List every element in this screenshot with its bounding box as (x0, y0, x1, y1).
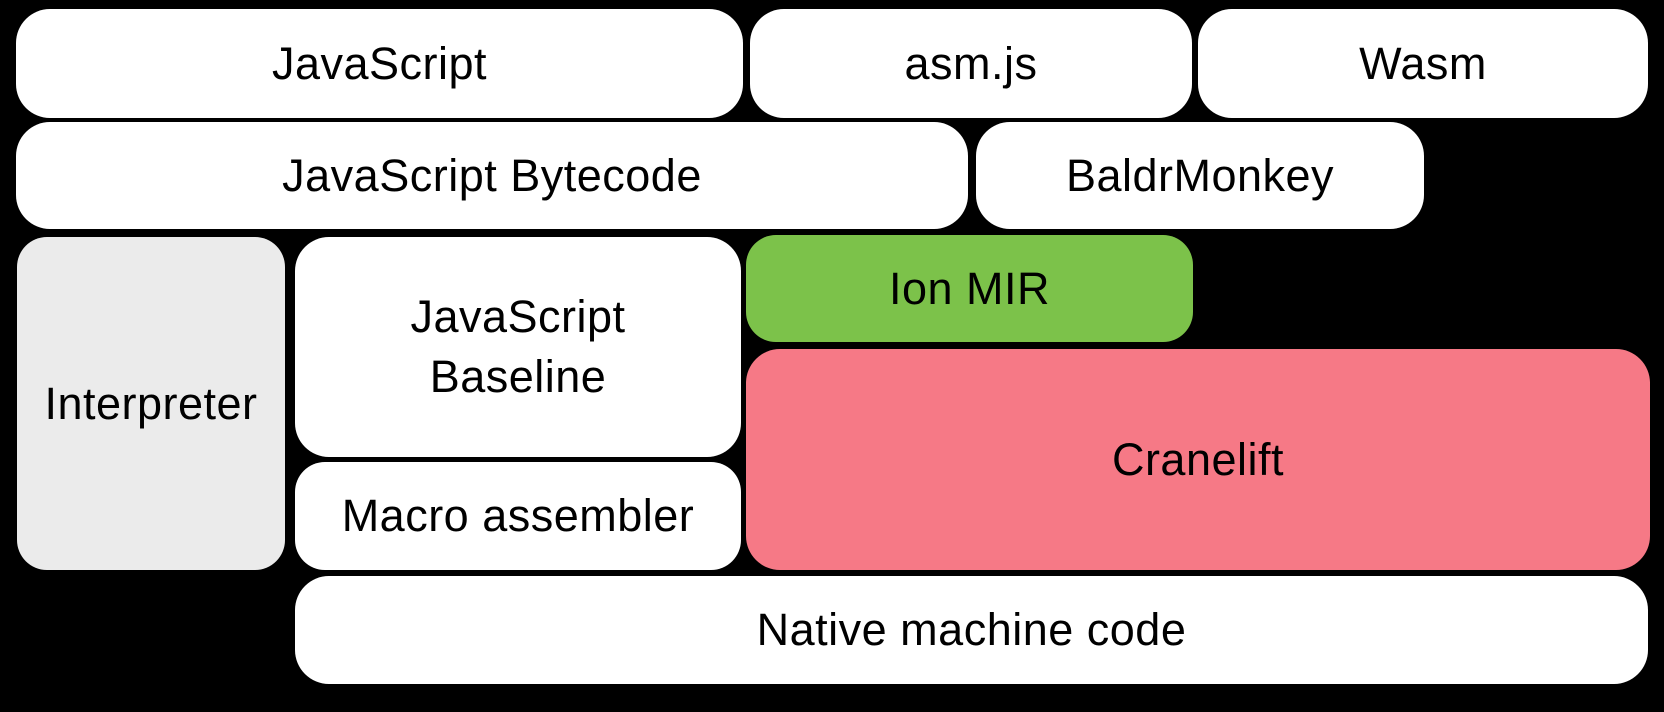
node-macro-assembler: Macro assembler (295, 462, 741, 570)
node-javascript-baseline: JavaScript Baseline (295, 237, 741, 457)
node-javascript-baseline-label: JavaScript Baseline (410, 291, 626, 402)
node-interpreter-label: Interpreter (44, 377, 258, 429)
node-javascript-bytecode: JavaScript Bytecode (16, 122, 968, 229)
node-macro-assembler-label: Macro assembler (341, 490, 695, 541)
node-interpreter: Interpreter (17, 237, 285, 570)
node-wasm-label: Wasm (1359, 37, 1487, 89)
node-cranelift: Cranelift (746, 349, 1650, 570)
node-asmjs: asm.js (750, 9, 1192, 118)
node-baldrmonkey-label: BaldrMonkey (1065, 149, 1335, 201)
node-javascript: JavaScript (16, 9, 743, 118)
node-ion-mir: Ion MIR (746, 235, 1193, 342)
node-native-machine-code: Native machine code (295, 576, 1648, 684)
node-baldrmonkey: BaldrMonkey (976, 122, 1424, 229)
node-wasm: Wasm (1198, 9, 1648, 118)
node-cranelift-label: Cranelift (1111, 433, 1285, 485)
node-javascript-label: JavaScript (271, 37, 488, 89)
node-javascript-bytecode-label: JavaScript Bytecode (282, 149, 702, 201)
node-native-machine-code-label: Native machine code (756, 604, 1187, 655)
node-asmjs-label: asm.js (904, 37, 1038, 89)
node-ion-mir-label: Ion MIR (888, 262, 1051, 314)
